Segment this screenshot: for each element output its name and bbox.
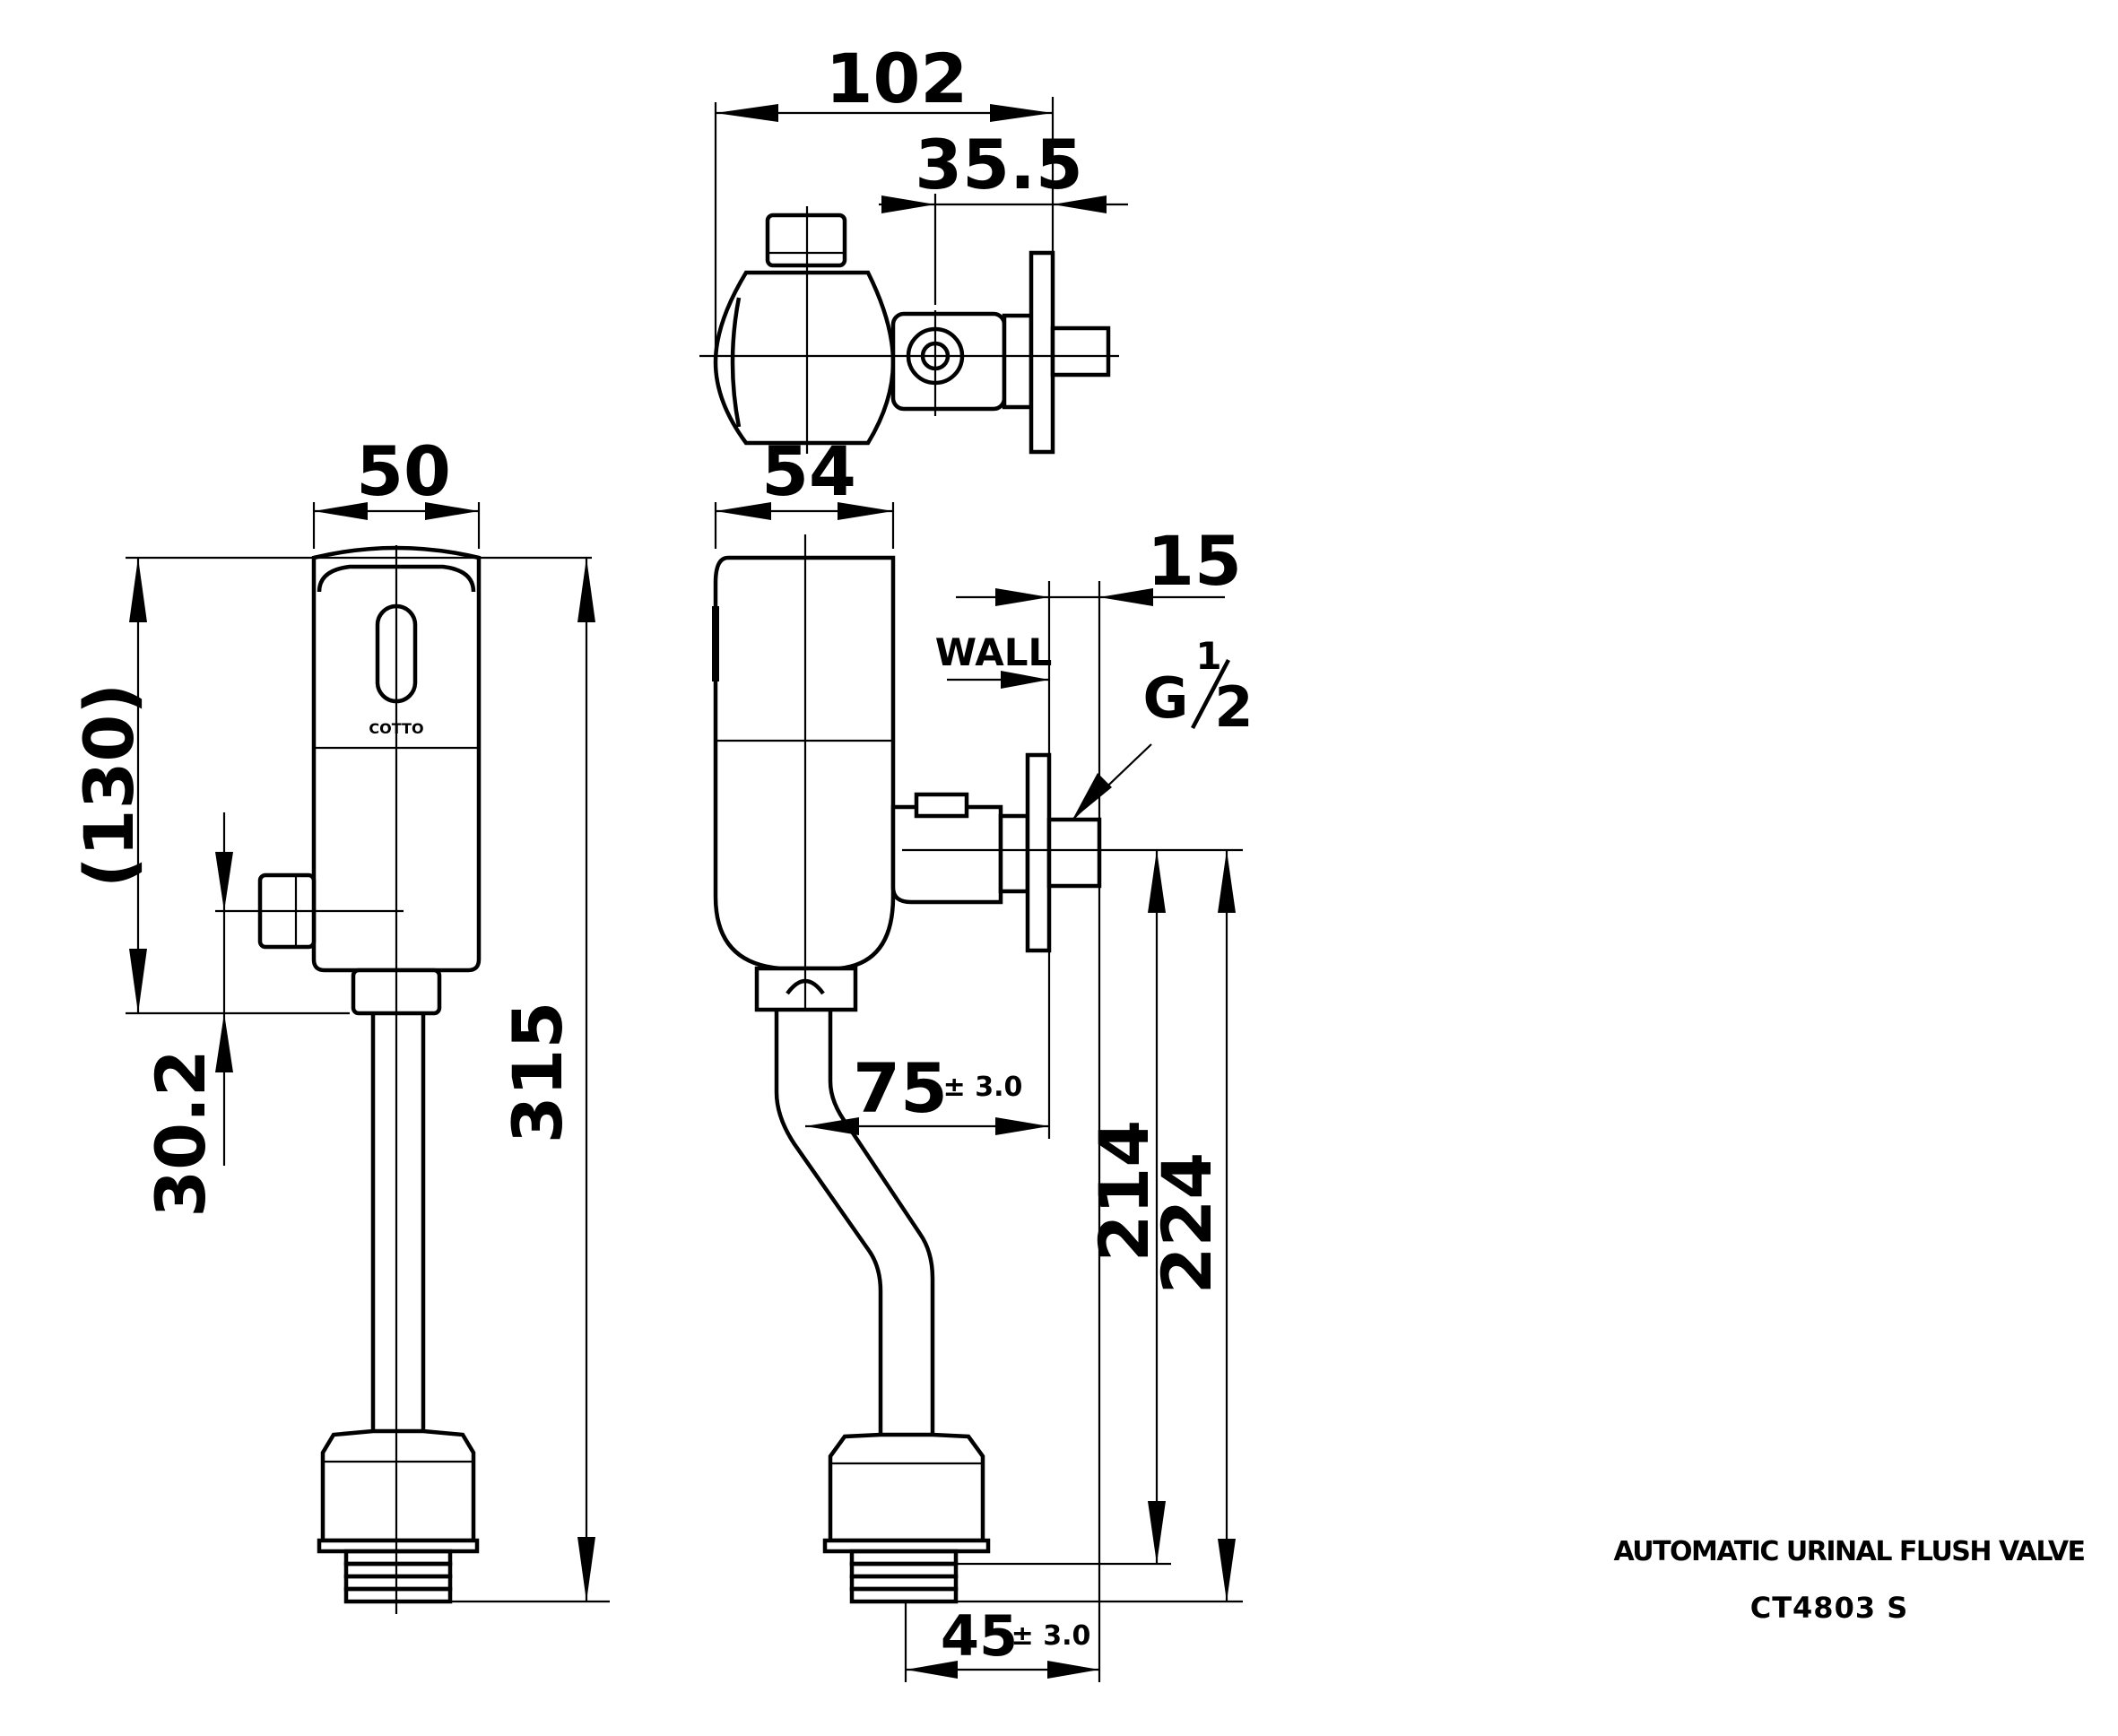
front-view: COTTO [215,545,482,1614]
svg-text:224: 224 [1147,1152,1227,1295]
svg-text:1: 1 [1195,634,1221,678]
dim-outlet-offset: 45 ± 3.0 [904,1601,1099,1682]
svg-text:54: 54 [761,431,856,511]
svg-text:315: 315 [498,1002,577,1144]
svg-text:G: G [1143,665,1189,731]
svg-text:15: 15 [1147,521,1242,601]
dim-side-body-depth: 54 [714,431,895,549]
dim-front-height-ref: (130) [69,556,592,1015]
dim-top-depth: 102 [714,39,1055,448]
svg-text:45: 45 [941,1603,1018,1669]
svg-text:75: 75 [853,1048,948,1128]
svg-text:WALL: WALL [935,630,1052,674]
svg-text:50: 50 [356,431,451,511]
dimensions: 50 (130) 30.2 315 [69,39,1254,1682]
model-number: CT4803 S [1750,1591,1909,1625]
svg-text:2: 2 [1214,674,1253,740]
svg-text:± 3.0: ± 3.0 [943,1072,1023,1103]
dim-top-inlet-depth: 35.5 [879,125,1128,305]
dim-height-214: 214 [956,850,1171,1566]
dim-wall-thickness: 15 [956,521,1242,1682]
svg-text:± 3.0: ± 3.0 [1011,1620,1091,1652]
dim-pipe-offset: 75 ± 3.0 [805,950,1051,1139]
dim-front-width: 50 [312,431,481,549]
thread-callout: G 1 2 [1072,634,1254,820]
svg-text:30.2: 30.2 [141,1049,221,1218]
dim-total-height: 315 [448,558,610,1603]
title-block: AUTOMATIC URINAL FLUSH VALVE CT4803 S [1613,1536,2086,1625]
svg-text:214: 214 [1084,1120,1164,1263]
side-view [712,534,1243,1604]
svg-text:(130): (130) [69,683,149,888]
product-title: AUTOMATIC URINAL FLUSH VALVE [1613,1536,2084,1567]
svg-text:102: 102 [826,39,968,118]
svg-text:35.5: 35.5 [915,125,1083,204]
wall-label: WALL [935,630,1052,689]
top-view [699,206,1119,455]
dim-inlet-offset: 30.2 [141,812,233,1218]
dim-height-224: 224 [956,850,1243,1603]
